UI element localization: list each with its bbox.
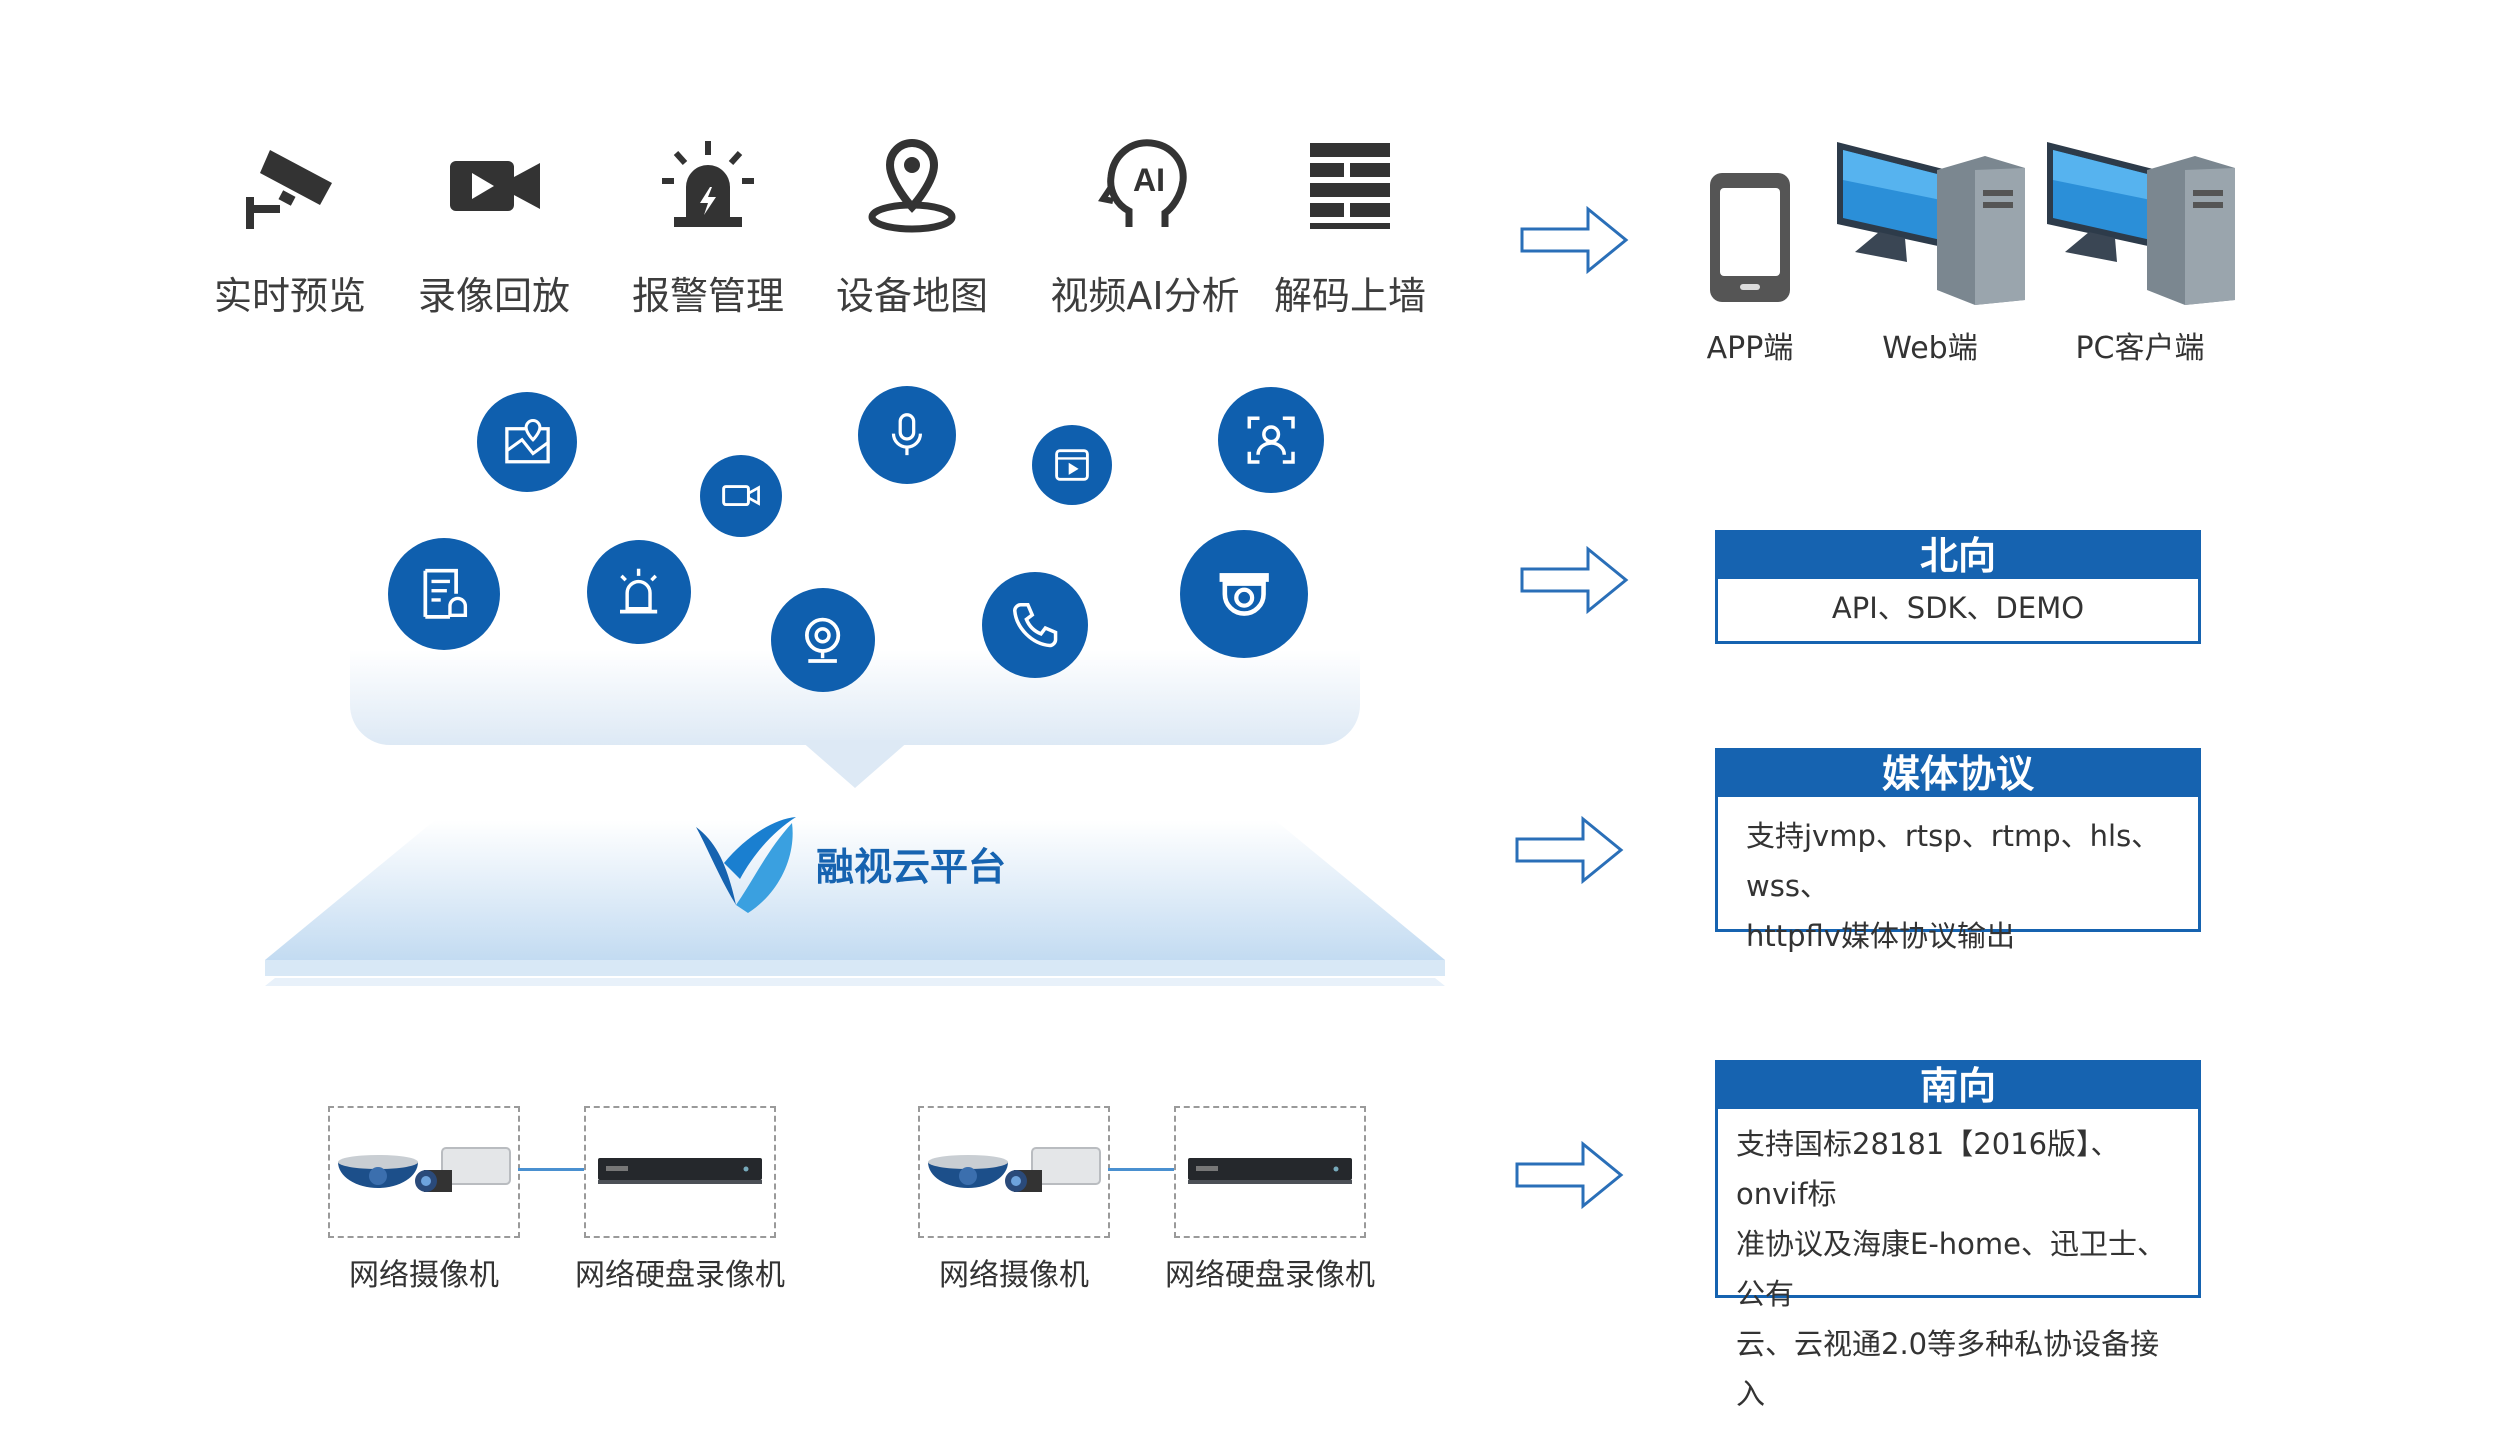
south-line: 支持国标28181【2016版】、onvif标 [1736,1127,2120,1211]
media-protocol-line: 支持jvmp、rtsp、rtmp、hls、wss、 [1746,819,2161,903]
feature-device-map: 设备地图 [812,135,1012,320]
connector-line [518,1168,584,1171]
cctv-camera-icon [246,150,332,229]
north-text: API、SDK、DEMO [1831,591,2085,625]
right-arrow-icon [1520,545,1629,615]
face-recognition-bubble [1218,387,1324,493]
client-web: Web端 [1835,140,2025,367]
video-camera-icon [722,485,761,507]
dome-camera-bubble [1180,530,1308,658]
nvr-label: 网络硬盘录像机 [575,1258,785,1293]
feature-label: 实时预览 [213,274,366,318]
north-box: 北向 API、SDK、DEMO [1715,530,2201,644]
dome-camera-icon [1219,572,1269,616]
south-line: 准协议及海康E-home、迅卫士、公有 [1736,1227,2167,1311]
client-label: Web端 [1882,331,1978,366]
south-title: 南向 [1718,1063,2198,1109]
camera-label: 网络摄像机 [349,1258,499,1293]
desktop-computer-icon [2047,142,2235,305]
network-camera-device [328,1106,520,1238]
camera-pair-icon [928,1147,1101,1192]
map-pin-icon [868,138,956,233]
map-bubble [477,392,577,492]
client-app: APP端 [1685,170,1815,367]
siren-bubble [587,540,691,644]
svg-text:AI: AI [1133,162,1165,198]
panel-pointer [800,740,910,788]
network-camera-device [918,1106,1110,1238]
nvr-label: 网络硬盘录像机 [1165,1258,1375,1293]
mobile-phone-icon [1710,173,1790,302]
ai-head-icon: AI [1098,139,1187,227]
v-logo-icon [696,817,796,913]
feature-alarm-management: 报警管理 [608,135,808,320]
microphone-bubble [858,386,956,484]
right-arrow-icon [1515,1140,1624,1210]
webcam-icon [805,618,841,664]
media-player-bubble [1032,425,1112,505]
feature-video-playback: 录像回放 [394,135,594,320]
connector-line [1108,1168,1174,1171]
phone-bubble [982,572,1088,678]
media-protocol-title: 媒体协议 [1718,751,2198,797]
feature-video-wall-decode: 解码上墙 [1250,135,1450,320]
microphone-icon [891,413,923,456]
feature-video-ai: AI 视频AI分析 [1045,135,1245,320]
nvr-recorder-icon [1188,1158,1352,1184]
media-protocol-line: httpflv媒体协议输出 [1746,919,2015,953]
video-playback-icon [450,161,540,211]
client-label: PC客户端 [2075,331,2205,366]
webcam-bubble [771,588,875,692]
client-pc: PC客户端 [2045,140,2235,367]
feature-label: 视频AI分析 [1050,274,1240,318]
south-line: 云、云视通2.0等多种私协设备接入 [1736,1327,2160,1411]
right-arrow-icon [1515,815,1624,885]
video-wall-icon [1310,143,1390,229]
platform-brand: 融视云平台 [688,808,1108,918]
media-protocol-text: 支持jvmp、rtsp、rtmp、hls、wss、 httpflv媒体协议输出 [1718,797,2198,971]
face-recognition-icon [1247,416,1295,464]
feature-label: 解码上墙 [1273,274,1426,318]
right-arrow-icon [1520,205,1629,275]
nvr-recorder-icon [598,1158,762,1184]
camera-label: 网络摄像机 [939,1258,1089,1293]
phone-icon [1012,602,1058,648]
desktop-computer-icon [1837,142,2025,305]
client-label: APP端 [1706,331,1794,366]
video-camera-bubble [700,455,782,537]
nvr-device [584,1106,776,1238]
nvr-device [1174,1106,1366,1238]
feature-label: 设备地图 [835,274,988,318]
south-box: 南向 支持国标28181【2016版】、onvif标 准协议及海康E-home、… [1715,1060,2201,1411]
document-alarm-bubble [388,538,500,650]
siren-icon [620,569,658,614]
document-alarm-icon [423,569,468,619]
platform-name: 融视云平台 [816,844,1007,889]
feature-label: 录像回放 [417,274,570,318]
south-text: 支持国标28181【2016版】、onvif标 准协议及海康E-home、迅卫士… [1718,1109,2198,1429]
feature-label: 报警管理 [631,274,784,318]
north-title: 北向 [1718,533,2198,579]
alarm-siren-icon [662,141,754,227]
media-protocol-box: 媒体协议 支持jvmp、rtsp、rtmp、hls、wss、 httpflv媒体… [1715,748,2201,953]
platform-base [265,820,1445,986]
map-icon [504,418,550,463]
media-player-icon [1055,449,1089,481]
camera-pair-icon [338,1147,511,1192]
feature-live-preview: 实时预览 [190,135,390,320]
